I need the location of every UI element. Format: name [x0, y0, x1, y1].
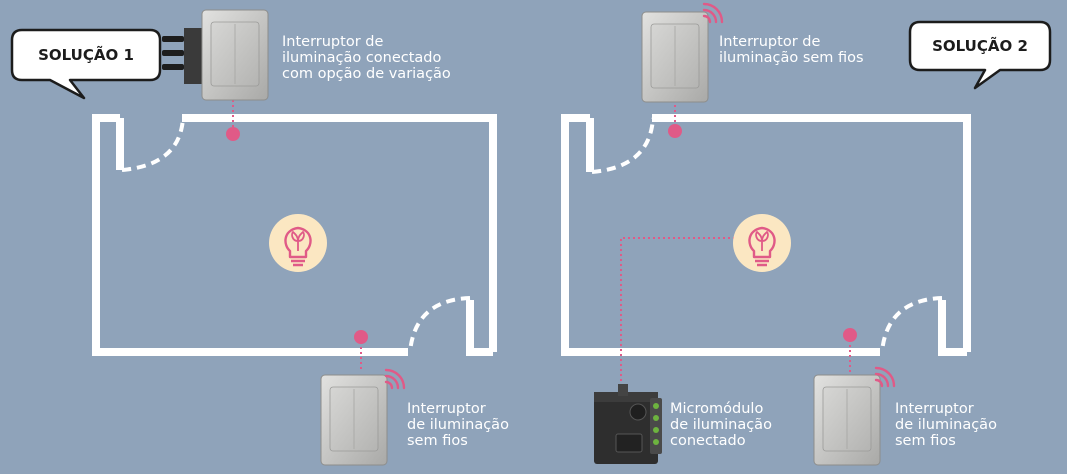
wireless-switch-label: Interruptor de iluminação sem fios [407, 401, 509, 449]
micromodule-link-line [620, 237, 735, 382]
connection-dot [668, 124, 682, 138]
wireless-signal-icon [702, 2, 724, 24]
room-1-door-swing-bottom [408, 296, 471, 353]
solution-2-room [561, 114, 971, 356]
wireless-switch-label: Interruptor de iluminação sem fios [895, 401, 997, 449]
room-1-wall-top-right [182, 114, 497, 352]
lightbulb-icon [269, 214, 327, 272]
micromodule-icon [594, 384, 662, 464]
room-1-door-swing-top [121, 117, 185, 172]
wireless-signal-icon [384, 368, 406, 390]
room-2-door-swing-top [591, 117, 655, 174]
solution-2-bubble: SOLUÇÃO 2 [908, 20, 1052, 90]
solution-1-bubble: SOLUÇÃO 1 [10, 28, 162, 100]
room-1-wall-left-bottom [92, 114, 408, 356]
wireless-switch-label: Interruptor de iluminação sem fios [719, 34, 864, 66]
room-2-wall-left-bottom [561, 114, 880, 356]
wireless-switch-icon [320, 374, 388, 466]
wireless-switch-icon [641, 11, 709, 103]
solution-1-room [92, 114, 497, 356]
connection-dot [843, 328, 857, 342]
connection-dot [354, 330, 368, 344]
dimmer-switch-label: Interruptor de iluminação conectado com … [282, 34, 451, 82]
wireless-switch-icon [813, 374, 881, 466]
solution-1-title: SOLUÇÃO 1 [38, 45, 134, 64]
lightbulb-icon [733, 214, 791, 272]
room-2-door-jamb-bottom [938, 300, 967, 356]
room-2-wall-top-right [652, 114, 971, 352]
wireless-signal-icon [874, 366, 896, 388]
micromodule-label: Micromódulo de iluminação conectado [670, 401, 772, 449]
connection-dot [226, 127, 240, 141]
solution-2-title: SOLUÇÃO 2 [932, 36, 1028, 55]
connected-dimmer-switch-icon [162, 9, 269, 101]
room-2-door-swing-bottom [880, 296, 943, 353]
room-1-door-jamb-bottom [466, 300, 493, 356]
